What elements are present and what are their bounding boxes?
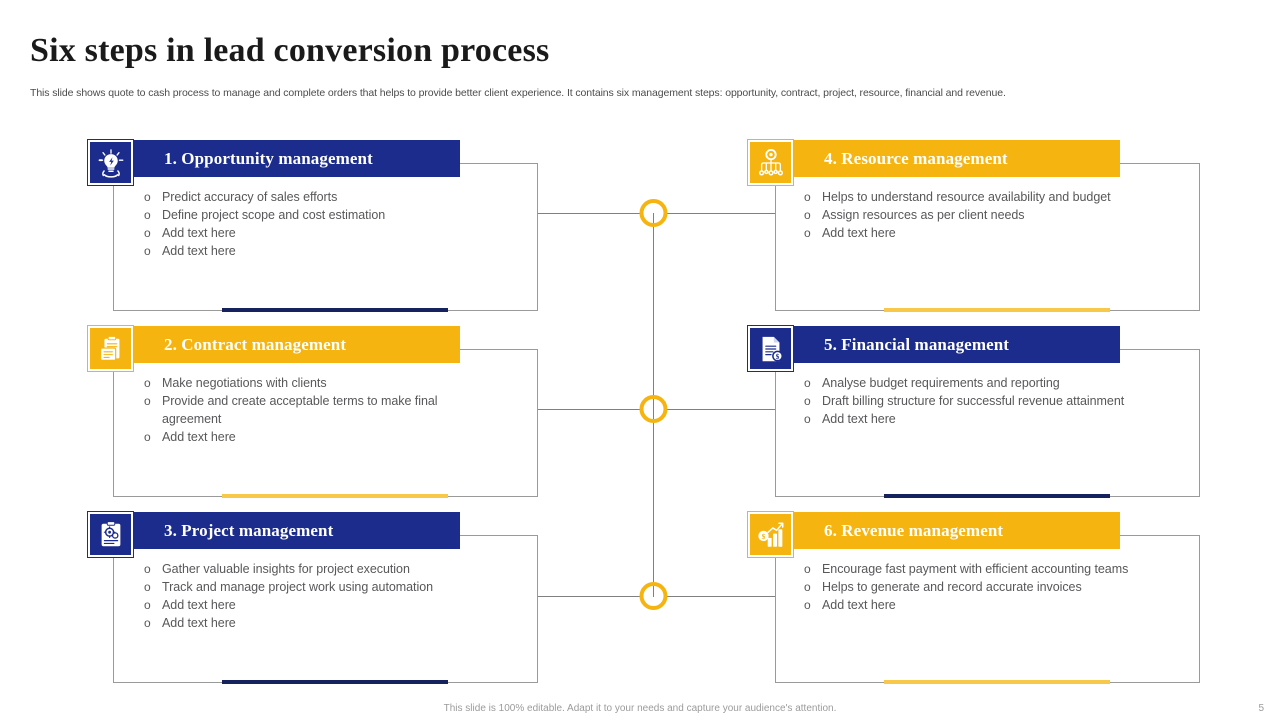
bullet-text: Predict accuracy of sales efforts bbox=[162, 190, 338, 204]
card-header[interactable]: 1. Opportunity management bbox=[124, 140, 460, 177]
junction-node-3 bbox=[639, 582, 668, 610]
list-item: o Track and manage project work using au… bbox=[144, 578, 474, 596]
bullet-text: Track and manage project work using auto… bbox=[162, 580, 433, 594]
bullet-marker: o bbox=[144, 376, 151, 390]
card-title: 1. Opportunity management bbox=[164, 148, 373, 168]
footer-note: This slide is 100% editable. Adapt it to… bbox=[443, 703, 837, 714]
bullet-marker: o bbox=[144, 580, 151, 594]
card-bullet-list: o Analyse budget requirements and report… bbox=[804, 374, 1134, 428]
list-item: o Helps to generate and record accurate … bbox=[804, 578, 1134, 596]
bullet-text: Analyse budget requirements and reportin… bbox=[822, 376, 1060, 390]
bullet-text: Draft billing structure for successful r… bbox=[822, 394, 1125, 408]
bullet-marker: o bbox=[144, 208, 151, 222]
list-item: o Provide and create acceptable terms to… bbox=[144, 392, 474, 428]
list-item: o Predict accuracy of sales efforts bbox=[144, 188, 474, 206]
bullet-marker: o bbox=[804, 376, 811, 390]
bullet-marker: o bbox=[144, 394, 151, 408]
card-accent-bar bbox=[884, 680, 1110, 684]
list-item: o Add text here bbox=[804, 596, 1134, 614]
card-title: 2. Contract management bbox=[164, 334, 347, 354]
card-bullet-list: o Predict accuracy of sales efforts o De… bbox=[144, 188, 474, 260]
financial-document-icon: $ bbox=[747, 325, 794, 372]
junction-node-2 bbox=[639, 395, 668, 423]
list-item: o Add text here bbox=[804, 224, 1134, 242]
list-item: o Add text here bbox=[144, 614, 474, 632]
list-item: o Helps to understand resource availabil… bbox=[804, 188, 1134, 206]
revenue-bar-chart-icon: $ bbox=[747, 511, 794, 558]
card-accent-bar bbox=[884, 494, 1110, 498]
list-item: o Make negotiations with clients bbox=[144, 374, 474, 392]
card-accent-bar bbox=[884, 308, 1110, 312]
list-item: o Add text here bbox=[144, 596, 474, 614]
bullet-text: Encourage fast payment with efficient ac… bbox=[822, 562, 1129, 576]
bullet-marker: o bbox=[144, 226, 151, 240]
card-accent-bar bbox=[222, 308, 448, 312]
bullet-marker: o bbox=[144, 190, 151, 204]
list-item: o Analyse budget requirements and report… bbox=[804, 374, 1134, 392]
bullet-marker: o bbox=[804, 562, 811, 576]
list-item: o Add text here bbox=[144, 242, 474, 260]
bullet-text: Add text here bbox=[822, 412, 896, 426]
list-item: o Add text here bbox=[144, 428, 474, 446]
idea-lightbulb-icon bbox=[87, 139, 134, 186]
bullet-marker: o bbox=[804, 412, 811, 426]
list-item: o Add text here bbox=[144, 224, 474, 242]
card-header[interactable]: 2. Contract management bbox=[124, 326, 460, 363]
bullet-marker: o bbox=[804, 394, 811, 408]
bullet-text: Add text here bbox=[162, 598, 236, 612]
bullet-marker: o bbox=[144, 616, 151, 630]
bullet-marker: o bbox=[804, 208, 811, 222]
card-title: 3. Project management bbox=[164, 520, 334, 540]
list-item: o Encourage fast payment with efficient … bbox=[804, 560, 1134, 578]
bullet-text: Gather valuable insights for project exe… bbox=[162, 562, 410, 576]
page-number: 5 bbox=[1258, 703, 1264, 714]
list-item: o Define project scope and cost estimati… bbox=[144, 206, 474, 224]
svg-text:$: $ bbox=[775, 352, 779, 360]
bullet-marker: o bbox=[144, 598, 151, 612]
bullet-marker: o bbox=[804, 226, 811, 240]
list-item: o Add text here bbox=[804, 410, 1134, 428]
bullet-text: Provide and create acceptable terms to m… bbox=[162, 394, 438, 426]
bullet-text: Add text here bbox=[162, 430, 236, 444]
card-title: 4. Resource management bbox=[824, 148, 1008, 168]
bullet-text: Make negotiations with clients bbox=[162, 376, 327, 390]
bullet-text: Add text here bbox=[822, 598, 896, 612]
svg-text:$: $ bbox=[761, 531, 765, 540]
list-item: o Draft billing structure for successful… bbox=[804, 392, 1134, 410]
resource-network-icon bbox=[747, 139, 794, 186]
bullet-text: Add text here bbox=[162, 226, 236, 240]
bullet-text: Helps to understand resource availabilit… bbox=[822, 190, 1111, 204]
bullet-marker: o bbox=[804, 190, 811, 204]
card-header[interactable]: 5. Financial management bbox=[784, 326, 1120, 363]
card-header[interactable]: 3. Project management bbox=[124, 512, 460, 549]
card-bullet-list: o Make negotiations with clients o Provi… bbox=[144, 374, 474, 446]
card-accent-bar bbox=[222, 680, 448, 684]
bullet-marker: o bbox=[144, 562, 151, 576]
page-subtitle: This slide shows quote to cash process t… bbox=[30, 87, 1006, 99]
contract-clipboard-icon bbox=[87, 325, 134, 372]
card-header[interactable]: 6. Revenue management bbox=[784, 512, 1120, 549]
bullet-text: Add text here bbox=[162, 616, 236, 630]
bullet-text: Assign resources as per client needs bbox=[822, 208, 1025, 222]
bullet-marker: o bbox=[144, 244, 151, 258]
list-item: o Assign resources as per client needs bbox=[804, 206, 1134, 224]
bullet-text: Helps to generate and record accurate in… bbox=[822, 580, 1082, 594]
bullet-text: Add text here bbox=[822, 226, 896, 240]
page-title: Six steps in lead conversion process bbox=[30, 32, 550, 69]
bullet-marker: o bbox=[804, 598, 811, 612]
card-bullet-list: o Encourage fast payment with efficient … bbox=[804, 560, 1134, 614]
card-header[interactable]: 4. Resource management bbox=[784, 140, 1120, 177]
list-item: o Gather valuable insights for project e… bbox=[144, 560, 474, 578]
bullet-marker: o bbox=[144, 430, 151, 444]
card-title: 5. Financial management bbox=[824, 334, 1010, 354]
bullet-marker: o bbox=[804, 580, 811, 594]
project-clipboard-gear-icon bbox=[87, 511, 134, 558]
bullet-text: Add text here bbox=[162, 244, 236, 258]
bullet-text: Define project scope and cost estimation bbox=[162, 208, 386, 222]
card-accent-bar bbox=[222, 494, 448, 498]
card-bullet-list: o Helps to understand resource availabil… bbox=[804, 188, 1134, 242]
junction-node-1 bbox=[639, 199, 668, 227]
card-bullet-list: o Gather valuable insights for project e… bbox=[144, 560, 474, 632]
card-title: 6. Revenue management bbox=[824, 520, 1004, 540]
